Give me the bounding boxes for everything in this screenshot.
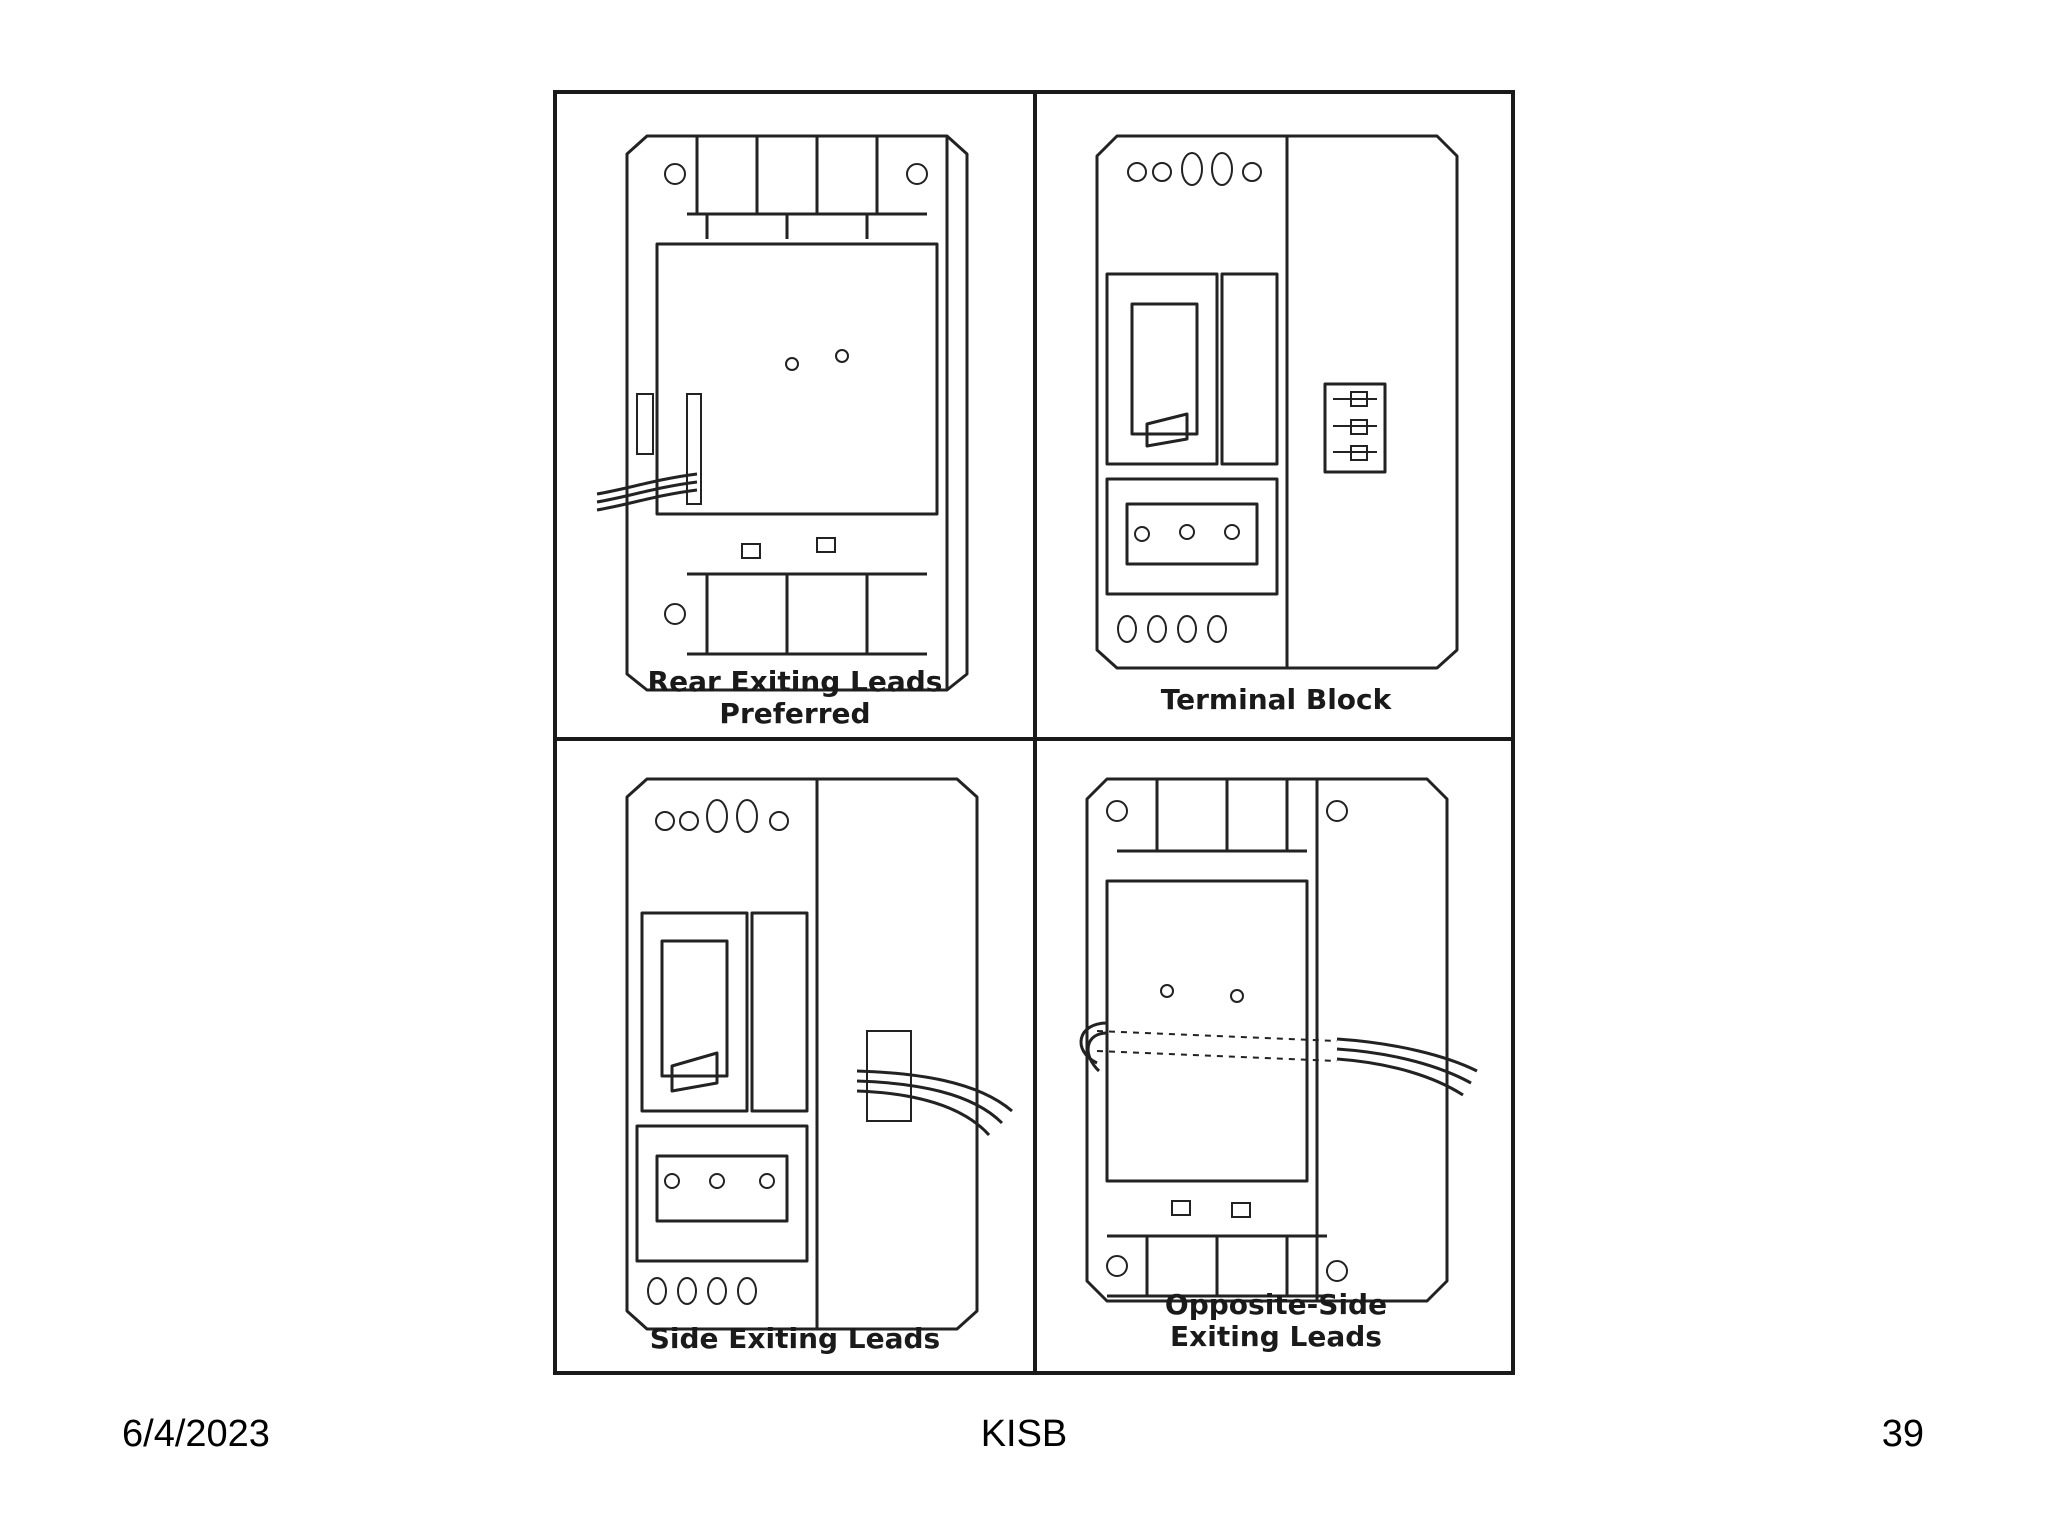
breaker-lead-diagram: Rear Exiting Leads Preferred bbox=[553, 90, 1515, 1375]
caption-line-1: Side Exiting Leads bbox=[649, 1322, 941, 1355]
footer-center-text: KISB bbox=[980, 1413, 1068, 1455]
breaker-terminal-block-drawing bbox=[1095, 134, 1459, 670]
caption-line-2: Exiting Leads bbox=[1170, 1320, 1382, 1353]
vertical-divider bbox=[1033, 94, 1037, 1371]
caption-line-1: Opposite-Side bbox=[1164, 1288, 1388, 1321]
breaker-rear-view-drawing bbox=[596, 134, 969, 692]
panel-side-exiting-leads: Side Exiting Leads bbox=[557, 741, 1033, 1375]
caption-line-1: Rear Exiting Leads bbox=[647, 665, 943, 698]
breaker-opposite-side-drawing bbox=[1079, 777, 1478, 1303]
slide-number: 39 bbox=[1881, 1413, 1924, 1455]
panel-rear-exiting-leads: Rear Exiting Leads Preferred bbox=[557, 94, 1033, 737]
horizontal-divider bbox=[557, 737, 1511, 741]
panel-opposite-side-exiting-leads: Opposite-Side Exiting Leads bbox=[1037, 741, 1515, 1375]
caption-line-1: Terminal Block bbox=[1160, 683, 1392, 716]
footer-date: 6/4/2023 bbox=[122, 1413, 270, 1455]
caption-line-2: Preferred bbox=[719, 697, 871, 730]
panel-terminal-block: Terminal Block bbox=[1037, 94, 1515, 737]
breaker-side-leads-drawing bbox=[625, 777, 1013, 1331]
